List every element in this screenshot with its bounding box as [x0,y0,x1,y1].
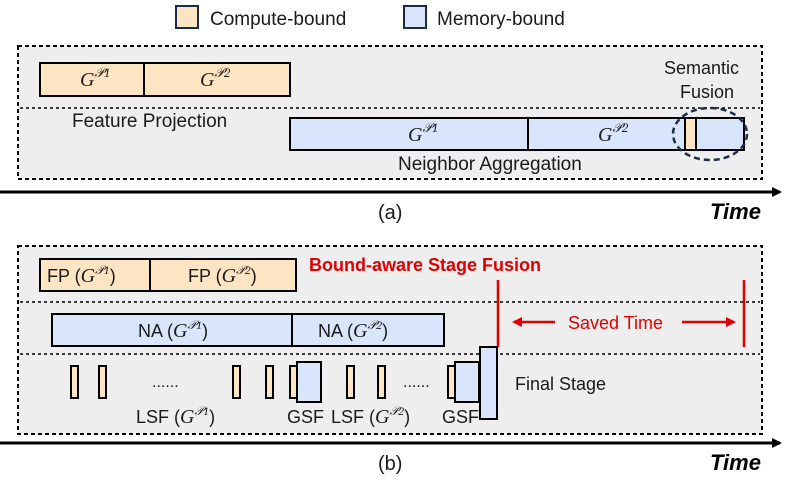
lsf-bar-3 [232,365,241,399]
semantic-fusion-highlight [671,106,749,162]
final-stage-label: Final Stage [515,374,606,394]
gsf-label-1: GSF [287,407,324,427]
fp-block-g2 [143,62,291,97]
lsf-bar-6 [377,365,386,399]
legend: Compute-bound Memory-bound [175,5,565,30]
gsf-compute-block-1 [289,365,298,399]
lsf-bar-5 [346,365,355,399]
legend-compute-label: Compute-bound [210,9,346,30]
na-b-g2-label: NA (G𝒫2) [318,318,388,342]
lsf-g1-label: LSF (G𝒫1) [136,404,215,428]
na-g2-label: G𝒫2 [598,120,629,146]
na-b-g1-label: NA (G𝒫1) [138,318,208,342]
lsf-bar-4 [265,365,274,399]
lsf-dots-1: ...... [152,374,179,391]
semantic-fusion-label-line2: Fusion [680,82,734,102]
panel-b: FP (G𝒫1) FP (G𝒫2) Bound-aware Stage Fusi… [0,245,782,475]
na-block-b-g1 [51,313,293,347]
fp-g1-label: G𝒫1 [80,65,110,91]
time-label-b: Time [710,450,761,475]
lsf-dots-2: ...... [403,374,430,391]
na-block-b-g2 [291,313,445,347]
fp-block-b-g2 [149,258,297,292]
semantic-fusion-memory-block [695,117,745,151]
gsf-memory-block-2 [454,361,480,403]
lsf-bar-2 [98,365,107,399]
semantic-fusion-label-line1: Semantic [664,58,739,78]
legend-memory-label: Memory-bound [437,9,565,30]
legend-compute-swatch [175,5,199,29]
fp-g2-label: G𝒫2 [200,65,231,91]
na-block-g2 [527,117,686,151]
panel-a: G𝒫1 G𝒫2 Feature Projection Semantic Fusi… [0,45,782,224]
bound-aware-title: Bound-aware Stage Fusion [309,255,541,275]
caption-a: (a) [378,202,402,224]
fp-b-g2-label: FP (G𝒫2) [188,263,257,287]
neighbor-aggregation-label: Neighbor Aggregation [398,154,582,175]
na-g1-label: G𝒫1 [408,120,438,146]
time-label-a: Time [710,199,761,224]
feature-projection-label: Feature Projection [72,111,227,132]
legend-memory-swatch [403,5,427,29]
semantic-fusion-compute-block [684,117,697,151]
fp-block-g1 [39,62,145,97]
final-stage-block [479,346,498,420]
lsf-bar-1 [70,365,79,399]
saved-time-label: Saved Time [568,313,663,333]
gsf-memory-block-1 [296,361,322,403]
lsf-g2-label: LSF (G𝒫2) [331,404,410,428]
caption-b: (b) [378,453,402,475]
gsf-label-2: GSF [442,407,479,427]
fp-b-g1-label: FP (G𝒫1) [47,263,116,287]
gsf-compute-block-2 [447,365,456,399]
